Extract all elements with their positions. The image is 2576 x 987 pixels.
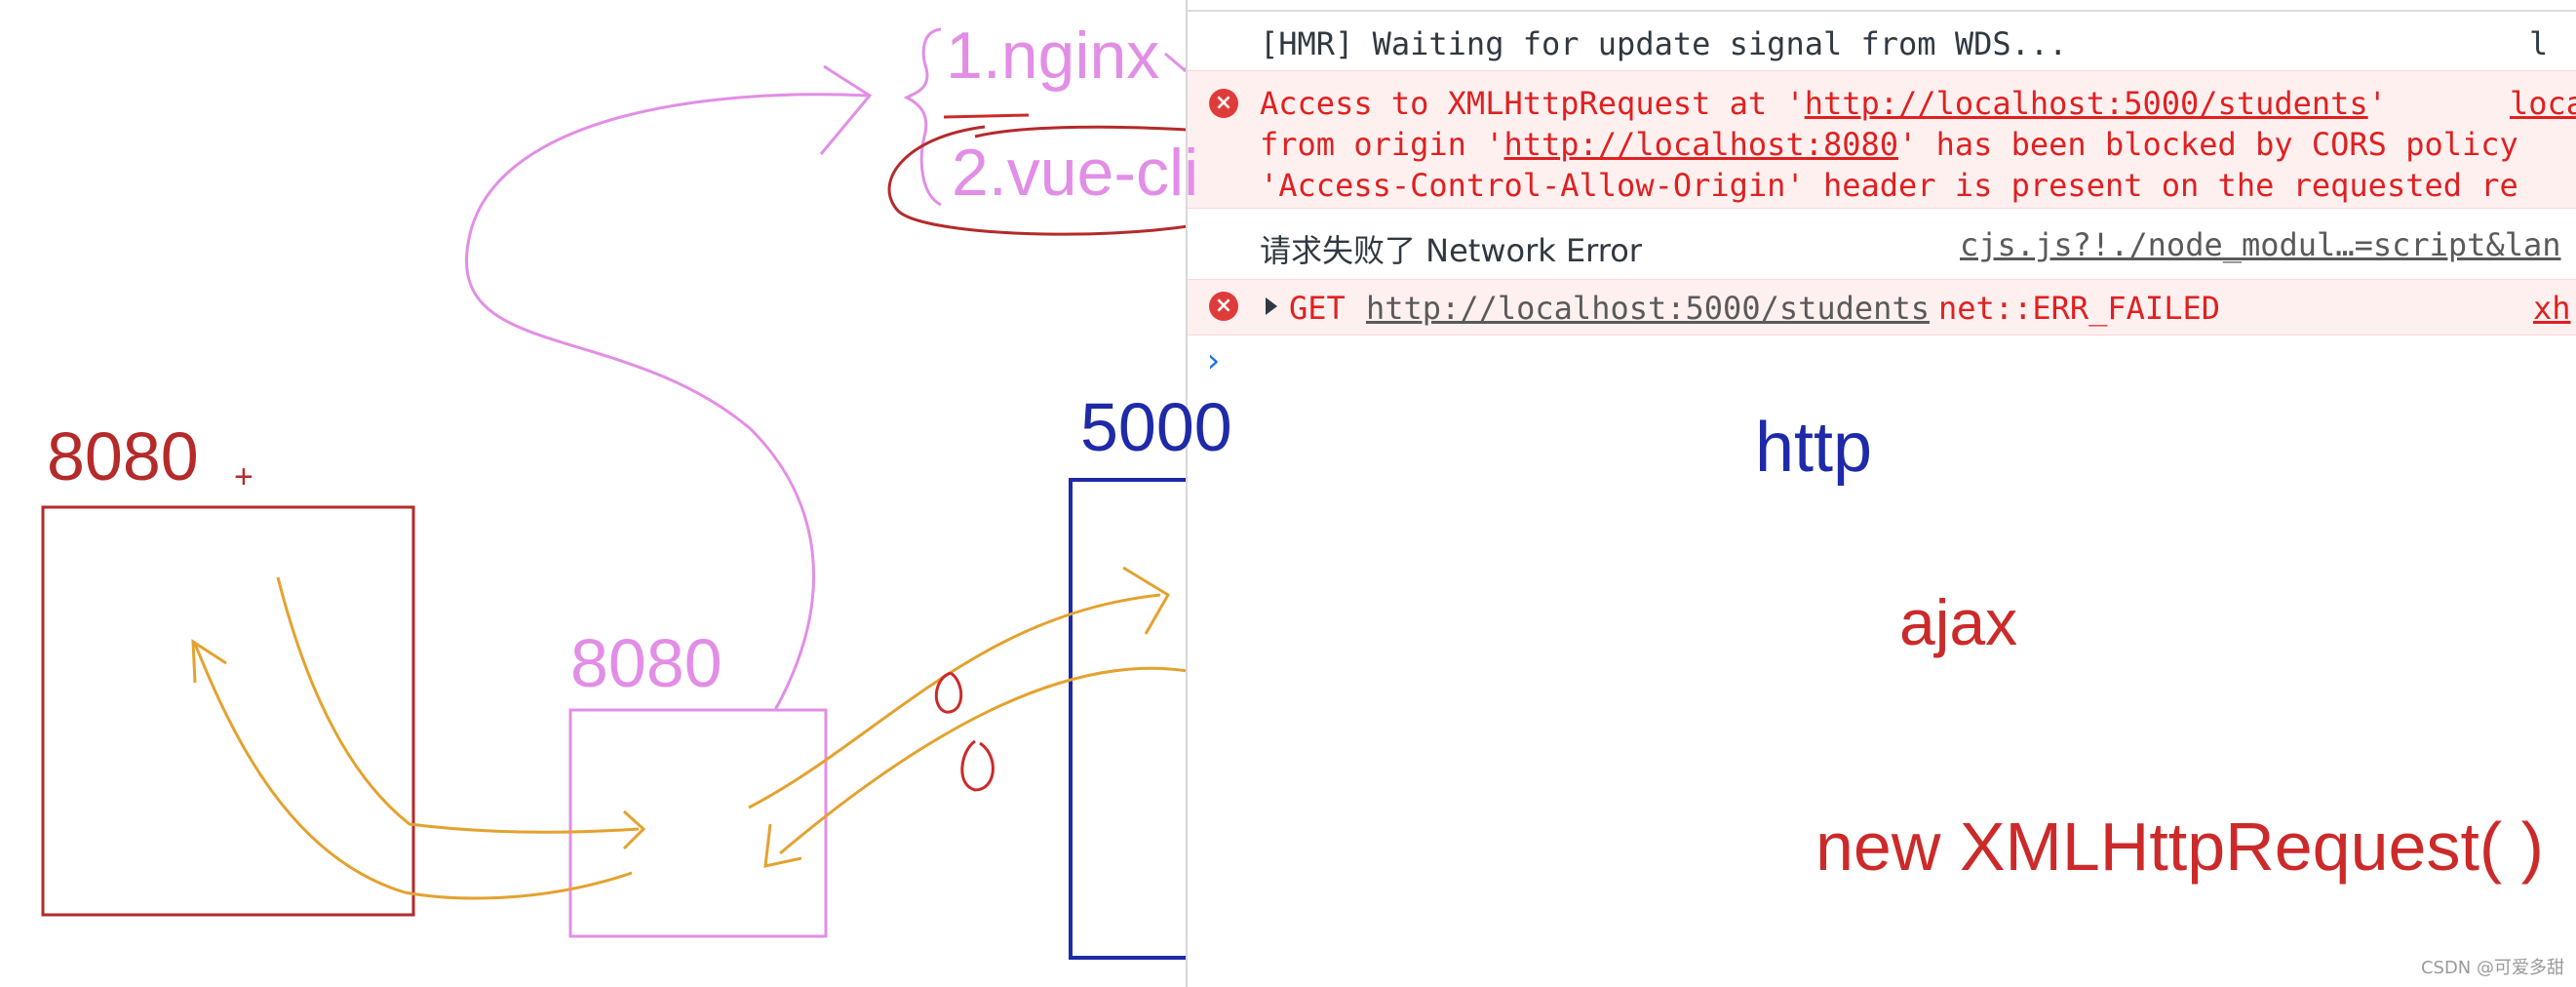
server-port-label: 5000 (1080, 389, 1232, 465)
get-source-link[interactable]: xh (2533, 290, 2571, 327)
get-status: net::ERR_FAILED (1938, 290, 2220, 327)
error-icon: × (1209, 292, 1238, 321)
get-url[interactable]: http://localhost:5000/students (1366, 290, 1930, 327)
arrow-proxy-to-client-head (191, 639, 227, 684)
arrow-client-to-proxy-head (622, 809, 646, 850)
option-nginx: 1.nginx (946, 19, 1160, 93)
cors-line-2: from origin 'http://localhost:8080' has … (1260, 126, 2518, 163)
console-row-network-error: 请求失败了 Network Error cjs.js?!./node_modul… (1188, 217, 2576, 275)
arrow-client-to-proxy (276, 576, 640, 834)
get-method: GET (1289, 290, 1346, 327)
mark-circle-2 (960, 739, 995, 792)
ajax-label: ajax (1899, 586, 2018, 658)
arrow-server-to-proxy (779, 666, 1189, 855)
option-vue-cli: 2.vue-cli (952, 136, 1199, 210)
options-brace (903, 27, 942, 207)
cors-line-1-prefix: Access to XMLHttpRequest at ' (1260, 85, 1805, 122)
client-port-label: 8080 (47, 418, 199, 494)
cors-line-2-suffix: ' has been blocked by CORS policy (1898, 126, 2518, 163)
proxy-options-arrowhead (819, 64, 873, 155)
expand-triangle-icon[interactable] (1266, 297, 1277, 315)
error-icon: × (1209, 89, 1238, 118)
plus-mark: + (234, 458, 254, 495)
network-error-text: 请求失败了 Network Error (1260, 232, 1642, 269)
proxy-box (568, 708, 828, 938)
vue-cli-underline (943, 113, 1030, 119)
arrow-proxy-to-server (748, 593, 1161, 809)
arrow-proxy-to-client (193, 643, 633, 900)
console-row-cors-error: × Access to XMLHttpRequest at 'http://lo… (1188, 70, 2576, 209)
hmr-source[interactable]: l (2529, 25, 2549, 62)
cors-source-link[interactable]: loca (2510, 85, 2576, 122)
console-top-border (1188, 10, 2576, 12)
cors-line-3: 'Access-Control-Allow-Origin' header is … (1260, 167, 2518, 204)
network-error-source-link[interactable]: cjs.js?!./node_modul…=script&lan (1960, 226, 2561, 263)
console-prompt[interactable]: › (1203, 341, 1224, 380)
cors-line-1: Access to XMLHttpRequest at 'http://loca… (1260, 85, 2387, 122)
arrow-server-to-proxy-head (763, 823, 802, 868)
console-row-get-failed: × GET http://localhost:5000/students net… (1188, 279, 2576, 336)
arrow-proxy-to-server-head (1122, 566, 1171, 635)
hmr-message: [HMR] Waiting for update signal from WDS… (1260, 25, 2068, 62)
cors-request-url[interactable]: http://localhost:5000/students (1804, 85, 2368, 122)
xhr-label: new XMLHttpRequest( ) (1815, 809, 2544, 885)
cors-line-1-suffix: ' (2367, 85, 2387, 122)
proxy-options-curve (464, 93, 869, 711)
cors-line-2-prefix: from origin ' (1260, 126, 1504, 163)
console-row-hmr: [HMR] Waiting for update signal from WDS… (1188, 14, 2576, 68)
watermark: CSDN @可爱多甜 (2420, 958, 2564, 978)
cors-origin-url[interactable]: http://localhost:8080 (1503, 126, 1899, 163)
mark-circle-1 (935, 671, 963, 714)
http-label: http (1755, 409, 1873, 487)
devtools-console: [HMR] Waiting for update signal from WDS… (1186, 0, 2576, 987)
client-box (41, 505, 415, 917)
proxy-port-label: 8080 (570, 625, 722, 701)
